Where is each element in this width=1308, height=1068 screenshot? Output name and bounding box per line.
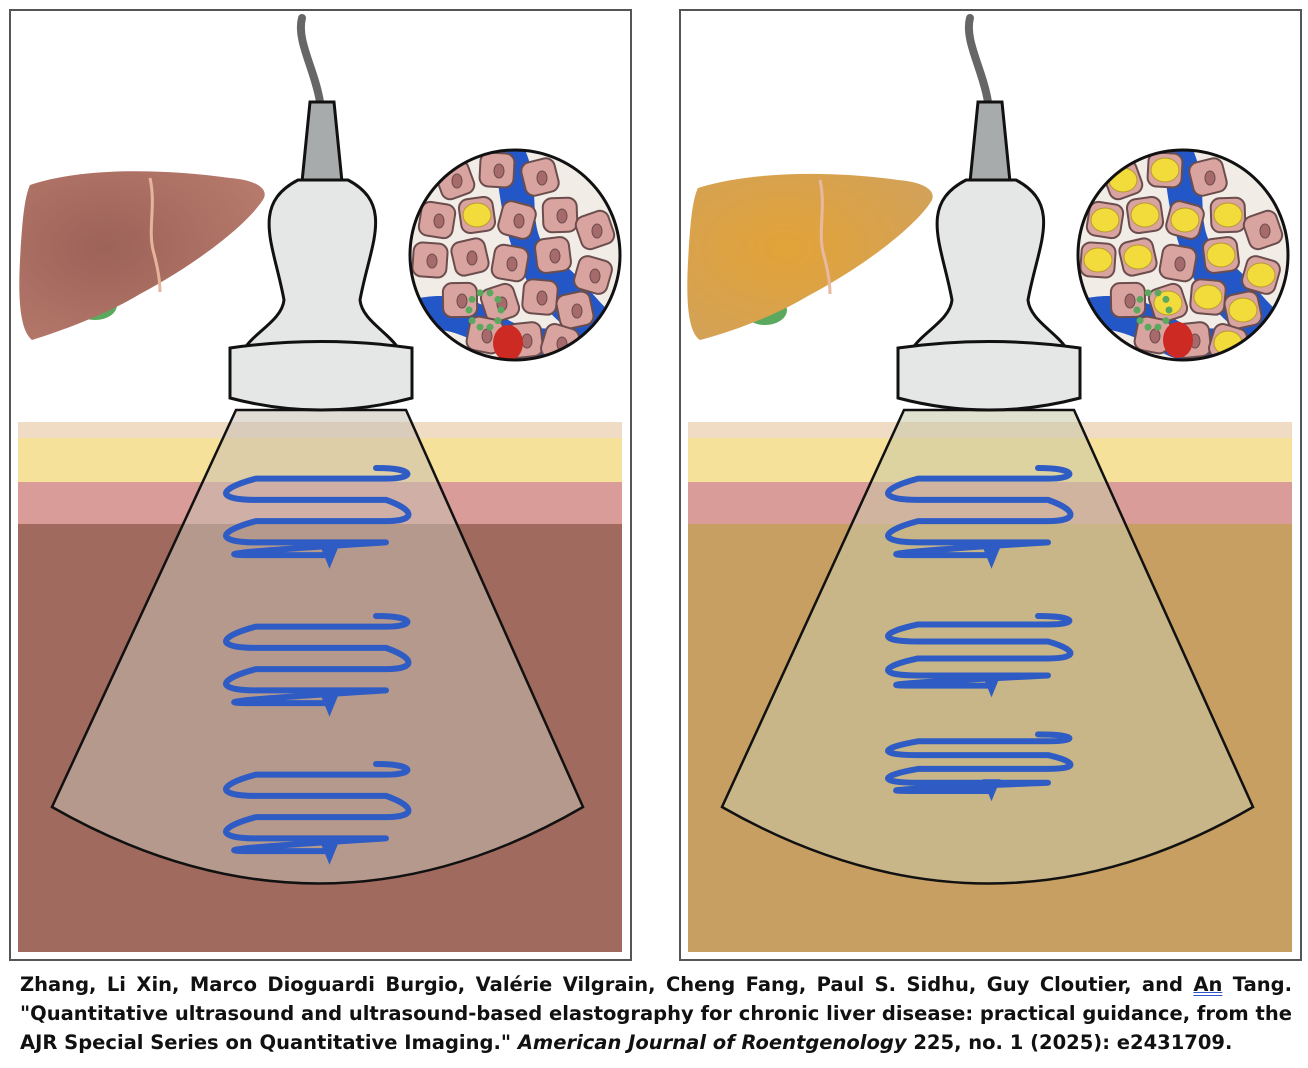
cell-nucleus bbox=[506, 256, 518, 272]
caption-underlined-author: An bbox=[1193, 973, 1223, 996]
bile-canaliculus bbox=[497, 306, 505, 314]
bile-canaliculus bbox=[468, 317, 476, 325]
normal-liver-panel bbox=[9, 9, 632, 961]
cell-nucleus bbox=[456, 293, 468, 309]
caption-line-1: Zhang, Li Xin, Marco Dioguardi Burgio, V… bbox=[20, 970, 1292, 999]
bile-canaliculus bbox=[1154, 289, 1162, 297]
cell-nucleus bbox=[433, 213, 445, 229]
cell-nucleus bbox=[1204, 170, 1216, 186]
cell-nucleus bbox=[493, 163, 505, 179]
cell-nucleus bbox=[1259, 223, 1271, 239]
cell-nucleus bbox=[1124, 293, 1136, 309]
bile-canaliculus bbox=[1144, 323, 1152, 331]
caption-line-2: "Quantitative ultrasound and ultrasound-… bbox=[20, 1002, 1292, 1025]
fat-droplet bbox=[1228, 297, 1258, 323]
fat-droplet bbox=[1193, 284, 1223, 310]
shear-wave bbox=[223, 465, 412, 559]
bile-canaliculus bbox=[1136, 317, 1144, 325]
wave-direction-arrow bbox=[982, 546, 1001, 569]
bile-canaliculus bbox=[465, 306, 473, 314]
bile-canaliculus bbox=[1154, 323, 1162, 331]
caption-authors-end: Tang. bbox=[1232, 973, 1292, 996]
shear-waves-normal bbox=[223, 465, 412, 865]
cell-nucleus bbox=[556, 208, 568, 224]
wave-direction-arrow bbox=[320, 842, 339, 865]
bile-canaliculus bbox=[1136, 295, 1144, 303]
shear-wave bbox=[885, 465, 1074, 559]
fat-droplet bbox=[1123, 244, 1153, 270]
caption-title-end: AJR Special Series on Quantitative Imagi… bbox=[20, 1031, 512, 1054]
cell-nucleus bbox=[451, 173, 463, 189]
cell-nucleus bbox=[426, 253, 438, 269]
ultrasound-probe bbox=[228, 14, 414, 412]
wave-direction-arrow bbox=[982, 779, 1001, 802]
fat-droplet bbox=[1130, 202, 1160, 228]
fat-droplet bbox=[1206, 242, 1236, 268]
cell-nucleus bbox=[571, 303, 583, 319]
caption-citation: 225, no. 1 (2025): e2431709. bbox=[913, 1031, 1233, 1054]
bile-canaliculus bbox=[494, 317, 502, 325]
ultrasound-beam bbox=[720, 408, 1255, 885]
cell-nucleus bbox=[536, 170, 548, 186]
cell-nucleus bbox=[521, 333, 533, 349]
bile-canaliculus bbox=[486, 323, 494, 331]
normal-histology-inset bbox=[408, 148, 622, 362]
fat-droplet bbox=[1150, 157, 1180, 183]
bile-canaliculus bbox=[494, 295, 502, 303]
bile-canaliculus bbox=[468, 295, 476, 303]
cell-nucleus bbox=[481, 328, 493, 344]
illustration bbox=[9, 9, 1302, 961]
cell-nucleus bbox=[536, 290, 548, 306]
cell-nucleus bbox=[591, 223, 603, 239]
figure-caption: Zhang, Li Xin, Marco Dioguardi Burgio, V… bbox=[20, 970, 1292, 1057]
bile-canaliculus bbox=[1162, 317, 1170, 325]
bile-canaliculus bbox=[1165, 306, 1173, 314]
shear-waves-fatty bbox=[885, 465, 1074, 802]
bile-canaliculus bbox=[476, 323, 484, 331]
fatty-liver-organ bbox=[687, 173, 933, 340]
fat-droplet bbox=[1090, 207, 1120, 233]
ultrasound-probe bbox=[896, 14, 1082, 412]
normal-liver-organ bbox=[19, 171, 265, 340]
shear-wave bbox=[223, 761, 412, 855]
fat-droplet bbox=[1213, 202, 1243, 228]
fat-droplet bbox=[1246, 262, 1276, 288]
bile-canaliculus bbox=[1133, 306, 1141, 314]
wave-direction-arrow bbox=[982, 675, 1001, 698]
cell-nucleus bbox=[549, 248, 561, 264]
fat-droplet bbox=[462, 202, 492, 228]
shear-wave bbox=[885, 613, 1074, 689]
caption-journal: American Journal of Roentgenology bbox=[517, 1031, 907, 1054]
cell-nucleus bbox=[466, 250, 478, 266]
cell-nucleus bbox=[589, 268, 601, 284]
caption-authors: Zhang, Li Xin, Marco Dioguardi Burgio, V… bbox=[20, 973, 1183, 996]
bile-canaliculus bbox=[1144, 289, 1152, 297]
shear-wave bbox=[885, 731, 1074, 795]
caption-line-3: AJR Special Series on Quantitative Imagi… bbox=[20, 1028, 1292, 1057]
bile-canaliculus bbox=[476, 289, 484, 297]
bile-canaliculus bbox=[486, 289, 494, 297]
cell-nucleus bbox=[1149, 328, 1161, 344]
wave-direction-arrow bbox=[320, 694, 339, 717]
cell-nucleus bbox=[513, 213, 525, 229]
fat-droplet bbox=[1153, 290, 1183, 316]
wave-direction-arrow bbox=[320, 546, 339, 569]
shear-wave bbox=[223, 613, 412, 707]
bile-canaliculus bbox=[1162, 295, 1170, 303]
fat-droplet bbox=[1170, 207, 1200, 233]
fat-droplet bbox=[1083, 247, 1113, 273]
fatty-liver-panel bbox=[679, 9, 1302, 961]
cell-nucleus bbox=[1174, 256, 1186, 272]
